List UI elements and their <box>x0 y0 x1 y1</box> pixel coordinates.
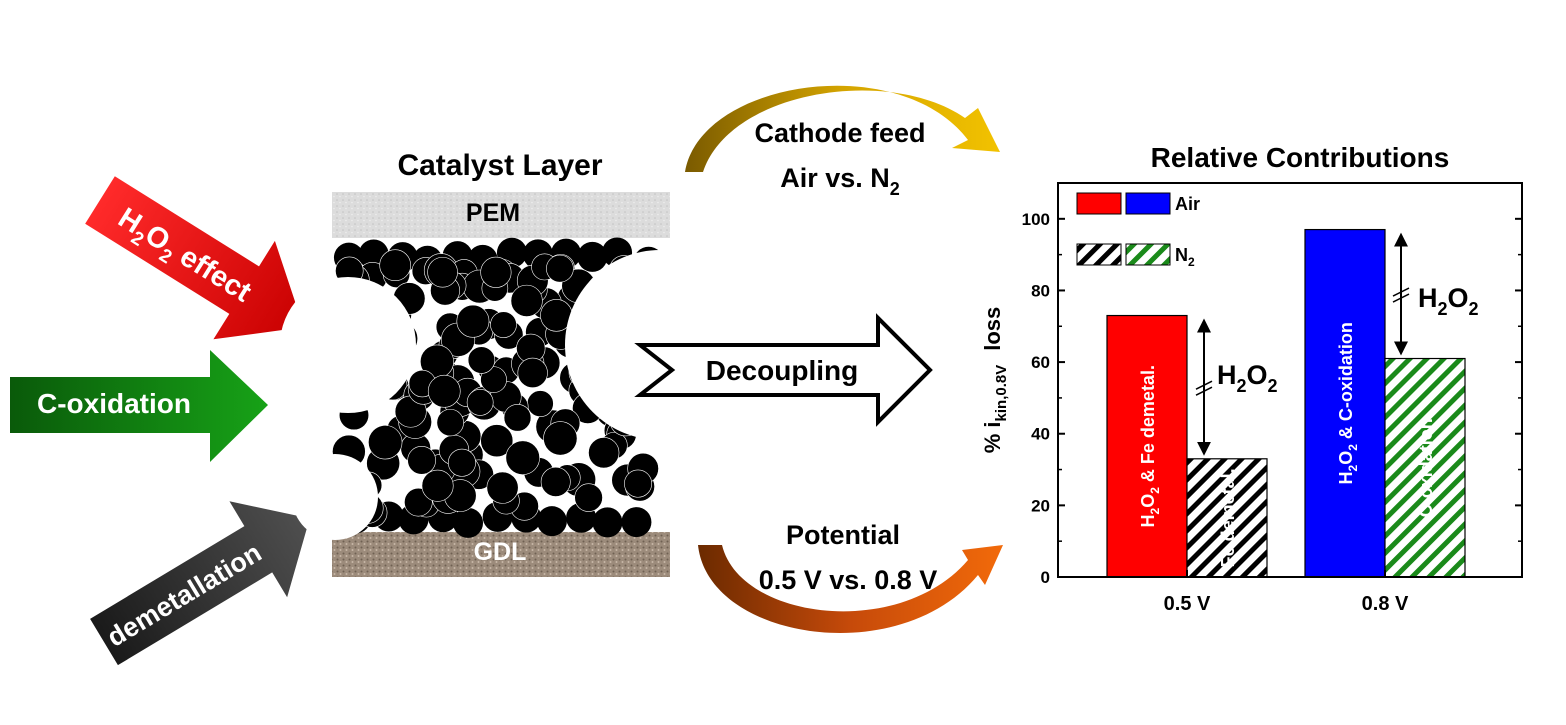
x-category-label: 0.8 V <box>1362 593 1409 615</box>
x-category-label: 0.5 V <box>1164 593 1211 615</box>
potential-label: Potential <box>786 520 900 550</box>
y-axis-label: % ikin,0.8Vloss <box>980 307 1010 454</box>
y-tick-label: 0 <box>1041 568 1050 587</box>
legend-air-blue-swatch <box>1125 192 1171 215</box>
bar-label: C-oxidation <box>1416 418 1436 517</box>
c-oxidation-arrow: C-oxidation <box>10 350 268 462</box>
legend-n2-black-swatch <box>1076 243 1122 266</box>
legend-air-label: Air <box>1175 194 1200 214</box>
legend-air-red-swatch <box>1076 192 1122 215</box>
legend-n2-green-swatch <box>1125 243 1171 266</box>
bar-05V-N2 <box>1186 458 1268 578</box>
catalyst-layer-title: Catalyst Layer <box>397 149 602 182</box>
bar-label: Fe demetal. <box>1218 468 1238 567</box>
cathode-feed-label: Cathode feed <box>754 118 925 148</box>
legend-n2-label: N2 <box>1175 245 1195 269</box>
y-tick-label: 80 <box>1031 281 1050 300</box>
pem-layer <box>332 192 670 238</box>
plot-frame <box>1057 182 1523 578</box>
air-vs-n2-label: Air vs. N2 <box>780 163 900 199</box>
decoupling-arrow <box>634 313 933 427</box>
gdl-label: GDL <box>474 538 527 566</box>
pem-label: PEM <box>466 199 520 227</box>
gdl-layer <box>332 532 670 577</box>
potential-curved-arrow <box>698 545 1003 633</box>
pore-left-upper <box>280 277 416 413</box>
pore-left-lower <box>292 454 378 540</box>
y-tick-label: 40 <box>1031 425 1050 444</box>
decoupling-label: Decoupling <box>706 355 858 386</box>
demetallation-label: demetallation <box>102 537 267 652</box>
cathode-curved-arrow <box>685 85 1000 172</box>
h2o2-annotation: H2O2 <box>1418 283 1479 319</box>
c-oxidation-label: C-oxidation <box>37 388 191 419</box>
h2o2-annotation: H2O2 <box>1217 360 1278 396</box>
y-tick-label: 100 <box>1022 210 1050 229</box>
bar-label: H2O2 & Fe demetal. <box>1138 365 1162 527</box>
chart-title: Relative Contributions <box>1151 142 1450 173</box>
bar-label: H2O2 & C-oxidation <box>1336 322 1360 484</box>
potential-values-label: 0.5 V vs. 0.8 V <box>759 565 938 595</box>
bar-08V-Air <box>1304 228 1386 578</box>
y-tick-label: 20 <box>1031 496 1050 515</box>
y-tick-label: 60 <box>1031 353 1050 372</box>
bar-05V-Air <box>1106 314 1188 578</box>
